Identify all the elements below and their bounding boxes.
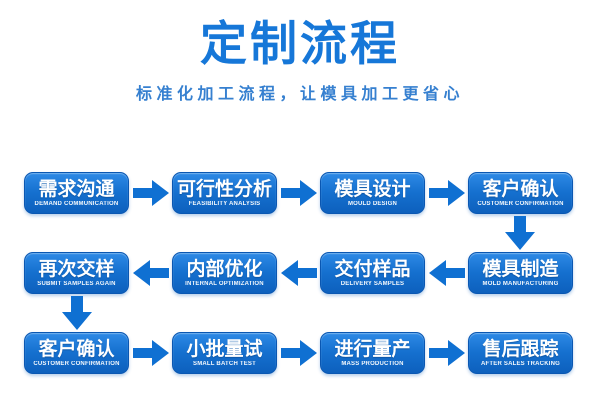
step-internal-optimization: 内部优化 INTERNAL OPTIMIZATION — [172, 252, 277, 294]
step-label-zh: 模具设计 — [334, 179, 411, 200]
step-label-en: SUBMIT SAMPLES AGAIN — [37, 281, 116, 287]
step-label-zh: 模具制造 — [482, 259, 559, 280]
arrow-left-icon — [129, 252, 172, 294]
step-label-en: MOLD MANUFACTURING — [482, 281, 559, 287]
step-small-batch-test: 小批量试 SMALL BATCH TEST — [172, 332, 277, 374]
step-label-en: MOULD DESIGN — [347, 201, 398, 207]
arrow-right-icon — [277, 332, 320, 374]
step-label-zh: 小批量试 — [186, 339, 263, 360]
step-label-zh: 内部优化 — [186, 259, 263, 280]
step-label-en: INTERNAL OPTIMIZATION — [185, 281, 264, 287]
header: 定制流程 标准化加工流程，让模具加工更省心 — [0, 0, 600, 104]
step-label-zh: 需求沟通 — [38, 179, 115, 200]
flow-row-1: 需求沟通 DEMAND COMMUNICATION 可行性分析 FEASIBIL… — [24, 172, 573, 214]
step-mould-design: 模具设计 MOULD DESIGN — [320, 172, 425, 214]
step-demand-communication: 需求沟通 DEMAND COMMUNICATION — [24, 172, 129, 214]
step-mass-production: 进行量产 MASS PRODUCTION — [320, 332, 425, 374]
arrow-left-icon — [277, 252, 320, 294]
step-label-zh: 可行性分析 — [176, 179, 272, 200]
step-label-zh: 客户确认 — [38, 339, 115, 360]
step-label-en: CUSTOMER CONFIRMATION — [33, 361, 120, 367]
step-label-zh: 进行量产 — [334, 339, 411, 360]
step-label-en: SMALL BATCH TEST — [193, 361, 256, 367]
step-label-en: FEASIBILITY ANALYSIS — [188, 201, 261, 207]
flow-row-2: 再次交样 SUBMIT SAMPLES AGAIN 内部优化 INTERNAL … — [24, 252, 573, 294]
step-label-zh: 售后跟踪 — [482, 339, 559, 360]
arrow-left-icon — [425, 252, 468, 294]
step-label-en: DELIVERY SAMPLES — [340, 281, 405, 287]
page-title: 定制流程 — [200, 17, 400, 70]
step-customer-confirmation-2: 客户确认 CUSTOMER CONFIRMATION — [24, 332, 129, 374]
step-submit-samples-again: 再次交样 SUBMIT SAMPLES AGAIN — [24, 252, 129, 294]
arrow-right-icon — [425, 172, 468, 214]
page-subtitle: 标准化加工流程，让模具加工更省心 — [135, 86, 464, 103]
step-label-zh: 客户确认 — [482, 179, 559, 200]
arrow-right-icon — [277, 172, 320, 214]
step-customer-confirmation-1: 客户确认 CUSTOMER CONFIRMATION — [468, 172, 573, 214]
step-mold-manufacturing: 模具制造 MOLD MANUFACTURING — [468, 252, 573, 294]
arrow-right-icon — [129, 172, 172, 214]
step-label-zh: 再次交样 — [38, 259, 115, 280]
step-label-zh: 交付样品 — [334, 259, 411, 280]
arrow-down-icon — [62, 296, 92, 330]
step-label-en: AFTER SALES TRACKING — [481, 361, 560, 367]
arrow-right-icon — [129, 332, 172, 374]
step-label-en: DEMAND COMMUNICATION — [34, 201, 119, 207]
step-delivery-samples: 交付样品 DELIVERY SAMPLES — [320, 252, 425, 294]
step-label-en: CUSTOMER CONFIRMATION — [477, 201, 564, 207]
step-feasibility-analysis: 可行性分析 FEASIBILITY ANALYSIS — [172, 172, 277, 214]
flow-row-3: 客户确认 CUSTOMER CONFIRMATION 小批量试 SMALL BA… — [24, 332, 573, 374]
arrow-right-icon — [425, 332, 468, 374]
step-label-en: MASS PRODUCTION — [341, 361, 404, 367]
step-after-sales-tracking: 售后跟踪 AFTER SALES TRACKING — [468, 332, 573, 374]
arrow-down-icon — [505, 216, 535, 250]
